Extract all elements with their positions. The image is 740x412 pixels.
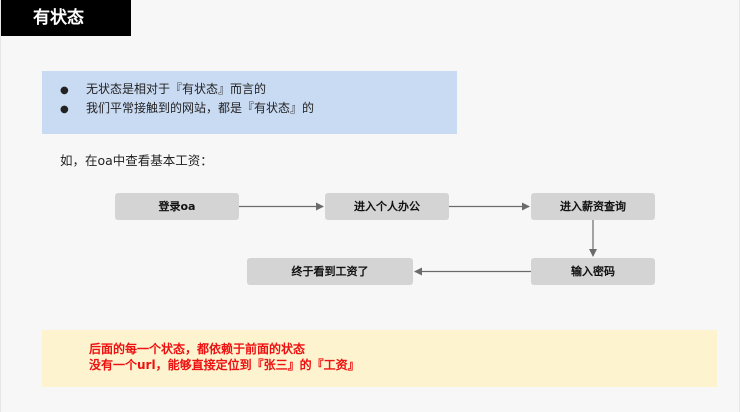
note-line: 没有一个url，能够直接定位到『张三』的『工资』 — [89, 358, 360, 372]
note-line: 后面的每一个状态，都依赖于前面的状态 — [89, 342, 306, 356]
bullet-dot-icon: ● — [60, 104, 69, 115]
flow-node-password: 输入密码 — [531, 258, 655, 285]
flow-node-office: 进入个人办公 — [325, 193, 449, 220]
flow-node-login: 登录oa — [115, 193, 239, 220]
intro-text: 如，在oa中查看基本工资： — [60, 153, 213, 168]
bullet-dot-icon: ● — [60, 85, 69, 96]
flow-node-see-salary: 终于看到工资了 — [247, 258, 413, 285]
bullet-box: ● 无状态是相对于『有状态』而言的 ● 我们平常接触到的网站，都是『有状态』的 — [42, 71, 457, 134]
flow-node-salary-query: 进入薪资查询 — [531, 193, 655, 220]
slide-title: 有状态 — [1, 0, 131, 36]
bullet-text: 无状态是相对于『有状态』而言的 — [86, 82, 267, 96]
bullet-text: 我们平常接触到的网站，都是『有状态』的 — [86, 101, 315, 115]
note-box: 后面的每一个状态，都依赖于前面的状态 没有一个url，能够直接定位到『张三』的『… — [42, 330, 717, 387]
bullet-item: ● 无状态是相对于『有状态』而言的 — [60, 80, 457, 99]
bullet-item: ● 我们平常接触到的网站，都是『有状态』的 — [60, 99, 457, 118]
